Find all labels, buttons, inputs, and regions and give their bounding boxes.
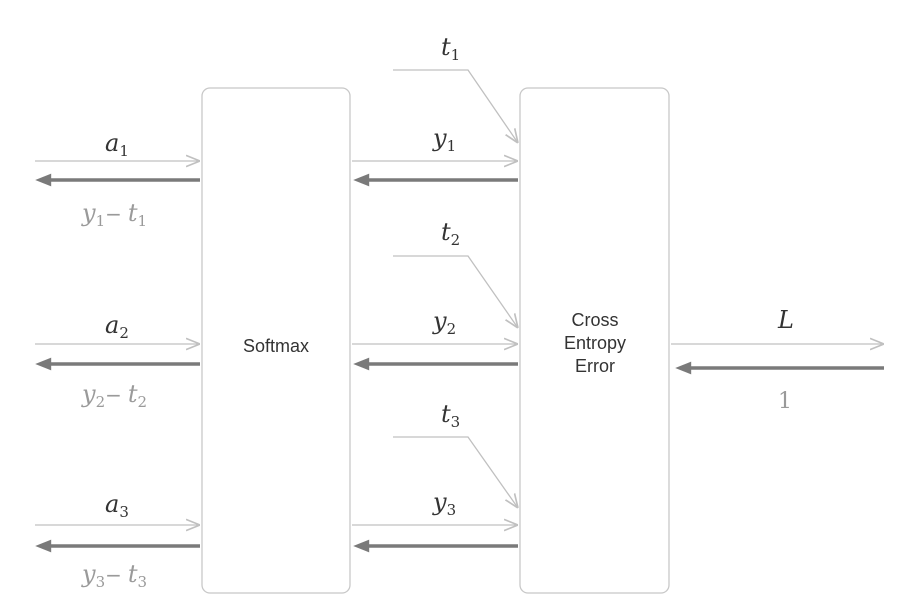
middle-2-label: y2: [432, 307, 456, 338]
output-forward-label: L: [777, 306, 794, 334]
cross-entropy-label-line-1: Cross: [571, 310, 618, 330]
output-backward-label: 1: [778, 389, 792, 414]
middle-1-label: y1: [432, 124, 456, 155]
softmax-node: [201, 87, 351, 594]
input-3-forward-label: a3: [105, 490, 129, 521]
input-1-forward-label: a1: [105, 129, 129, 160]
softmax-label: Softmax: [243, 336, 309, 356]
input-1-backward-label: y1−t1: [81, 199, 147, 230]
input-2-backward-label: y2−t2: [81, 380, 147, 411]
input-2-forward-label: a2: [105, 311, 129, 342]
cross-entropy-label-line-3: Error: [575, 356, 615, 376]
target-2-label: t2: [441, 218, 460, 249]
target-3-label: t3: [441, 400, 460, 431]
cross-entropy-node: [519, 87, 670, 594]
target-1-arrow: [393, 69, 518, 143]
target-2-arrow: [393, 255, 518, 328]
input-3-backward-label: y3−t3: [81, 560, 147, 591]
cross-entropy-label-line-2: Entropy: [564, 333, 626, 353]
target-1-label: t1: [441, 33, 460, 64]
middle-3-label: y3: [432, 488, 456, 519]
target-3-arrow: [393, 436, 518, 508]
